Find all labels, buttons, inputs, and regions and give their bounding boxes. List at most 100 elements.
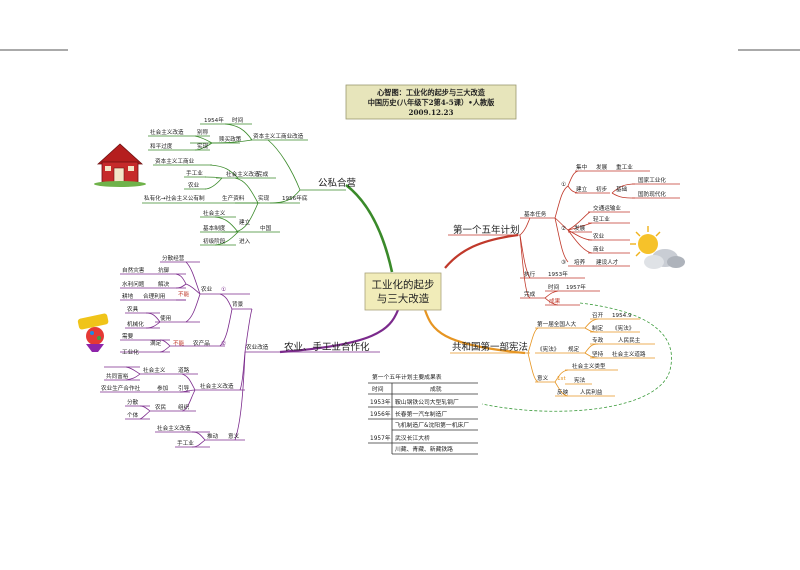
ag-kangyu: 抗御 [158,266,170,274]
ag-zuzhi: 组织 [178,403,190,411]
pp-chuji: 初级阶段 [203,237,226,245]
fy-chubu: 初步 [596,185,608,193]
center-node: 工业化的起步 与三大改造 [364,272,442,311]
fy-wancheng: 完成 [524,290,536,298]
cons-shzy-leixing: 社会主义类型 [572,362,606,370]
cons-zhaokai: 召开 [592,312,604,319]
table-row2-item: 长春第一汽车制造厂 [395,410,447,418]
ag-nyscs: 农业生产合作社 [101,384,141,392]
ag-shzy-gaizao2: 社会主义改造 [157,424,191,432]
branch-line-public-private [345,183,394,273]
branch-line-five-year [444,233,519,269]
house-icon [94,143,146,187]
pp-wancheng: 完成 [257,170,269,178]
ag-geti: 个体 [127,411,139,419]
pp-shixian: 实现 [197,142,209,150]
fy-jsrc: 建设人才 [596,258,619,266]
ag-daolu: 道路 [178,366,190,374]
fy-shijian: 时间 [548,283,560,291]
table-title: 第一个五年计划主要成果表 [372,373,442,381]
pp-shumai: 赎买政策 [219,135,242,143]
ag-fensan: 分散 [127,398,139,406]
table-row1-item: 鞍山钢铁公司大型轧钢厂 [395,398,459,406]
ag-buneng2: 不能 [173,339,185,347]
pp-siyouzhi: 私有化→社会主义公有制 [144,194,205,202]
ag-nongye: 农业 [201,285,213,293]
ag-canjia: 参加 [157,384,169,392]
sun-cloud-icon [630,226,685,269]
ag-shzy-gaizao: 社会主义改造 [200,382,234,390]
pp-bieming: 别称 [197,128,209,136]
branch-public-private-label: 公私合营 [318,177,356,189]
fy-jtys: 交通运输业 [593,204,621,212]
pp-shengchan: 生产资料 [222,194,245,202]
five-year-branch [448,170,680,306]
fy-jianli: 建立 [576,185,588,193]
cons-xianfa-q2: 《宪法》 [537,345,559,353]
cons-fanying: 反映 [557,388,569,396]
ag-nongju: 农具 [127,305,139,313]
ag-tuidong: 推动 [207,432,219,440]
ag-yindao: 引导 [178,384,190,392]
cons-xianfa-q: 《宪法》 [612,324,634,332]
agri-branch [100,261,380,448]
fy-1953: 1953年 [548,270,568,278]
fy-zhonggongye: 重工业 [616,163,633,171]
pp-1954: 1954年 [204,116,224,124]
pp-jinru: 进入 [239,237,251,245]
ag-shougongye: 手工业 [177,439,194,447]
cons-xianfa: 宪法 [574,376,586,384]
header-line3: 2009.12.23 [408,108,453,117]
ag-zrzh: 自然灾害 [122,266,145,274]
public-private-branch [142,123,346,246]
fy-chengjiu: 成果 [549,297,561,305]
cons-zhiding: 制定 [592,324,604,332]
table-row3-item: 飞机制造厂&沈阳第一机床厂 [395,421,469,429]
ag-shzy-zhuyi: 社会主义 [143,366,166,374]
header-line1: 心智图：工业化的起步与三大改造 [377,88,486,97]
cons-1954: 1954.9 [612,313,632,319]
table-row1-year: 1953年 [370,398,391,406]
cons-yiyi: 意义 [537,374,549,382]
pp-shzy: 社会主义 [203,209,226,217]
ag-nongmin: 农民 [155,403,167,411]
branch-line-agri [279,309,400,354]
pp-shzy-gaizao: 社会主义改造 [150,128,184,136]
achievements-table: 第一个五年计划主要成果表 时间 成就 1953年 鞍山钢铁公司大型轧钢厂 195… [368,373,478,455]
ag-gengdi: 耕地 [122,292,134,300]
table-row4-item: 武汉长江大桥 [395,434,430,442]
cons-zhuanzheng: 专政 [592,336,604,344]
ag-slwt: 水利问题 [122,280,145,288]
fy-c1: ① [561,181,566,188]
ag-c1: ① [221,286,226,293]
header-line2: 中国历史(八年级下2第4-5课）•人教版 [368,98,495,107]
ag-hlly: 合理利用 [143,292,165,300]
cons-rmmz: 人民民主 [618,336,641,344]
cons-rmly: 人民利益 [580,388,603,396]
ag-nongye-gaizao: 农业改造 [246,343,269,351]
fy-jiben-renwu: 基本任务 [524,210,547,218]
fy-gfxdh: 国防现代化 [638,190,666,198]
center-title-line2: 与三大改造 [377,292,430,305]
pp-zhongguo: 中国 [260,224,272,232]
cons-jianchi: 坚持 [592,350,604,358]
table-header-achievement: 成就 [430,385,442,393]
table-row4-year: 1957年 [370,434,391,442]
cons-shzy-daolu: 社会主义道路 [612,350,646,358]
ag-c2: ② [221,340,226,347]
ag-jixiehua: 机械化 [127,320,144,328]
header-box: 心智图：工业化的起步与三大改造 中国历史(八年级下2第4-5课）•人教版 200… [345,84,517,120]
pp-1956: 1956年底 [282,194,308,202]
ag-manzu: 满足 [150,339,162,347]
fy-gjgyh: 国家工业化 [638,176,666,184]
ag-yiyi: 意义 [228,432,240,440]
fy-fazhan2: 发展 [574,224,586,232]
center-title-line1: 工业化的起步 [372,278,435,291]
fy-1957: 1957年 [566,283,586,291]
fy-jichu: 基础 [616,185,628,193]
fy-shangye: 商业 [593,245,605,253]
ag-jiejue: 解决 [158,280,170,288]
fy-c3: ③ [561,259,566,266]
